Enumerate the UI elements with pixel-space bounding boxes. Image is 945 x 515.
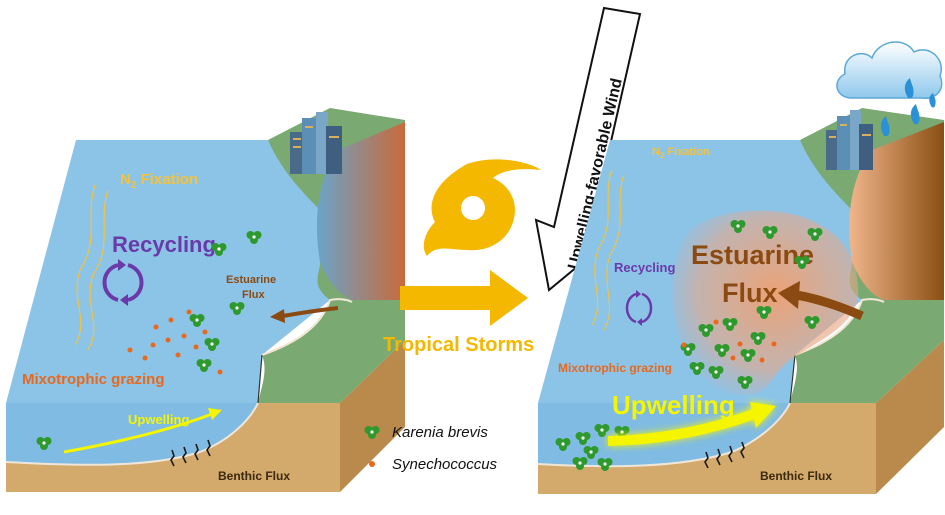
left-benthic-label: Benthic Flux xyxy=(218,469,290,483)
left-upwelling-label: Upwelling xyxy=(128,412,189,427)
legend-synechococcus-icon xyxy=(369,461,375,467)
legend: Karenia brevis Synechococcus xyxy=(364,424,498,473)
hurricane-icon xyxy=(423,159,541,256)
left-city-icon xyxy=(290,112,342,174)
left-n2-fixation-lines xyxy=(74,184,109,351)
right-n2-fixation-lines xyxy=(591,169,625,331)
left-benthic-arrows-icon xyxy=(170,439,211,467)
left-synechococcus-cells xyxy=(127,309,223,375)
tropical-storms-label: Tropical Storms xyxy=(383,334,534,356)
right-estuary-cliff xyxy=(849,122,944,300)
right-n2-fixation-label: N2 Fixation xyxy=(652,146,710,160)
right-upwelling-label: Upwelling xyxy=(612,390,735,420)
right-recycling-label: Recycling xyxy=(614,260,675,275)
storm-arrow-icon xyxy=(400,270,528,326)
right-benthic-label: Benthic Flux xyxy=(760,469,832,483)
right-city-icon xyxy=(826,110,873,170)
right-synechococcus-cells xyxy=(681,319,777,363)
right-upwelling-arrow-icon xyxy=(607,402,776,446)
left-estuarine-label-2: Flux xyxy=(242,289,265,301)
right-benthic-arrows-icon xyxy=(704,441,745,469)
right-estuarine-arrow-icon xyxy=(778,281,864,321)
legend-synechococcus-label: Synechococcus xyxy=(392,456,498,473)
left-water-surface xyxy=(6,140,330,403)
right-mixotrophic-label: Mixotrophic grazing xyxy=(558,361,672,375)
legend-karenia-label: Karenia brevis xyxy=(392,424,488,441)
left-water-front xyxy=(6,403,258,465)
right-recycling-arrows-icon xyxy=(625,290,653,326)
left-upwelling-arrow-icon xyxy=(63,408,222,454)
left-recycling-arrows-icon xyxy=(102,259,144,306)
right-estuarine-label-1: Estuarine xyxy=(691,240,814,270)
left-ocean-block xyxy=(5,108,405,492)
left-mixotrophic-label: Mixotrophic grazing xyxy=(22,371,165,388)
right-sediment-side xyxy=(876,340,944,494)
left-estuarine-arrow-icon xyxy=(270,306,339,323)
left-n2-fixation-label: N2 Fixation xyxy=(120,171,198,191)
left-estuarine-label-1: Estuarine xyxy=(226,274,276,286)
left-sediment-side xyxy=(340,340,405,492)
right-estuarine-label-2: Flux xyxy=(722,278,778,308)
left-recycling-label: Recycling xyxy=(112,232,216,257)
rain-cloud-icon xyxy=(836,41,943,137)
